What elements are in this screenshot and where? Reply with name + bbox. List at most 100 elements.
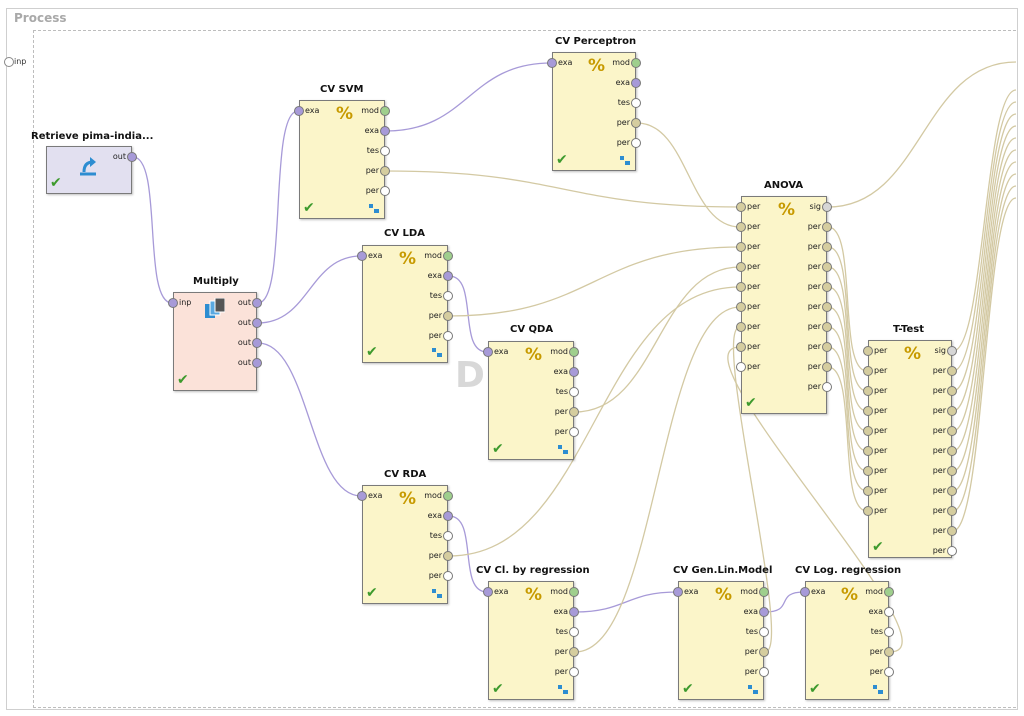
output-port[interactable]: [759, 667, 769, 677]
output-port[interactable]: [380, 126, 390, 136]
output-port[interactable]: [569, 347, 579, 357]
input-port[interactable]: [863, 346, 873, 356]
input-port[interactable]: [673, 587, 683, 597]
process-input-port[interactable]: [4, 57, 14, 67]
output-port[interactable]: [822, 282, 832, 292]
output-port[interactable]: [443, 271, 453, 281]
input-port[interactable]: [863, 446, 873, 456]
output-port[interactable]: [884, 647, 894, 657]
output-port[interactable]: [631, 78, 641, 88]
output-port[interactable]: [569, 667, 579, 677]
input-port[interactable]: [736, 282, 746, 292]
output-port[interactable]: [822, 302, 832, 312]
cv-qda-operator[interactable]: [488, 341, 574, 460]
input-port[interactable]: [483, 347, 493, 357]
output-port[interactable]: [884, 587, 894, 597]
output-port[interactable]: [380, 146, 390, 156]
output-port[interactable]: [380, 166, 390, 176]
anova-operator[interactable]: [741, 196, 827, 414]
output-port[interactable]: [252, 358, 262, 368]
output-port[interactable]: [252, 338, 262, 348]
output-port[interactable]: [822, 242, 832, 252]
output-port[interactable]: [822, 202, 832, 212]
output-port[interactable]: [380, 186, 390, 196]
cv-clreg-operator[interactable]: [488, 581, 574, 700]
output-port[interactable]: [884, 667, 894, 677]
input-port[interactable]: [863, 486, 873, 496]
cv-logreg-operator[interactable]: [805, 581, 889, 700]
output-port[interactable]: [822, 362, 832, 372]
input-port[interactable]: [736, 242, 746, 252]
output-port[interactable]: [252, 318, 262, 328]
input-port[interactable]: [547, 58, 557, 68]
output-port[interactable]: [759, 607, 769, 617]
output-port[interactable]: [822, 262, 832, 272]
output-port[interactable]: [631, 98, 641, 108]
input-port[interactable]: [168, 298, 178, 308]
output-port[interactable]: [443, 311, 453, 321]
subprocess-icon[interactable]: [432, 348, 442, 358]
output-port[interactable]: [569, 367, 579, 377]
output-port[interactable]: [947, 366, 957, 376]
input-port[interactable]: [863, 466, 873, 476]
output-port[interactable]: [443, 551, 453, 561]
output-port[interactable]: [884, 607, 894, 617]
cv-perceptron-operator[interactable]: [552, 52, 636, 171]
output-port[interactable]: [631, 118, 641, 128]
output-port[interactable]: [569, 607, 579, 617]
input-port[interactable]: [357, 491, 367, 501]
input-port[interactable]: [800, 587, 810, 597]
output-port[interactable]: [631, 58, 641, 68]
input-port[interactable]: [483, 587, 493, 597]
output-port[interactable]: [822, 382, 832, 392]
output-port[interactable]: [947, 486, 957, 496]
input-port[interactable]: [863, 406, 873, 416]
retrieve-operator[interactable]: [46, 146, 132, 194]
output-port[interactable]: [947, 546, 957, 556]
cv-glm-operator[interactable]: [678, 581, 764, 700]
input-port[interactable]: [736, 342, 746, 352]
input-port[interactable]: [863, 426, 873, 436]
subprocess-icon[interactable]: [873, 685, 883, 695]
output-port[interactable]: [443, 251, 453, 261]
output-port[interactable]: [947, 426, 957, 436]
cv-rda-operator[interactable]: [362, 485, 448, 604]
output-port[interactable]: [443, 511, 453, 521]
output-port[interactable]: [947, 406, 957, 416]
output-port[interactable]: [947, 526, 957, 536]
output-port[interactable]: [947, 346, 957, 356]
output-port[interactable]: [569, 387, 579, 397]
output-port[interactable]: [759, 627, 769, 637]
output-port[interactable]: [443, 571, 453, 581]
output-port[interactable]: [759, 587, 769, 597]
subprocess-icon[interactable]: [748, 685, 758, 695]
output-port[interactable]: [947, 466, 957, 476]
input-port[interactable]: [736, 322, 746, 332]
input-port[interactable]: [736, 302, 746, 312]
output-port[interactable]: [443, 491, 453, 501]
subprocess-icon[interactable]: [432, 589, 442, 599]
output-port[interactable]: [822, 322, 832, 332]
subprocess-icon[interactable]: [620, 156, 630, 166]
output-port[interactable]: [947, 386, 957, 396]
input-port[interactable]: [736, 202, 746, 212]
output-port[interactable]: [443, 531, 453, 541]
output-port[interactable]: [822, 342, 832, 352]
output-port[interactable]: [443, 331, 453, 341]
output-port[interactable]: [947, 446, 957, 456]
input-port[interactable]: [736, 222, 746, 232]
subprocess-icon[interactable]: [369, 204, 379, 214]
output-port[interactable]: [380, 106, 390, 116]
subprocess-icon[interactable]: [558, 445, 568, 455]
output-port[interactable]: [822, 222, 832, 232]
input-port[interactable]: [736, 362, 746, 372]
output-port[interactable]: [569, 427, 579, 437]
cv-svm-operator[interactable]: [299, 100, 385, 219]
input-port[interactable]: [863, 386, 873, 396]
input-port[interactable]: [736, 262, 746, 272]
output-port[interactable]: [947, 506, 957, 516]
output-port[interactable]: [569, 627, 579, 637]
output-port[interactable]: [443, 291, 453, 301]
output-port[interactable]: [759, 647, 769, 657]
output-port[interactable]: [127, 152, 137, 162]
